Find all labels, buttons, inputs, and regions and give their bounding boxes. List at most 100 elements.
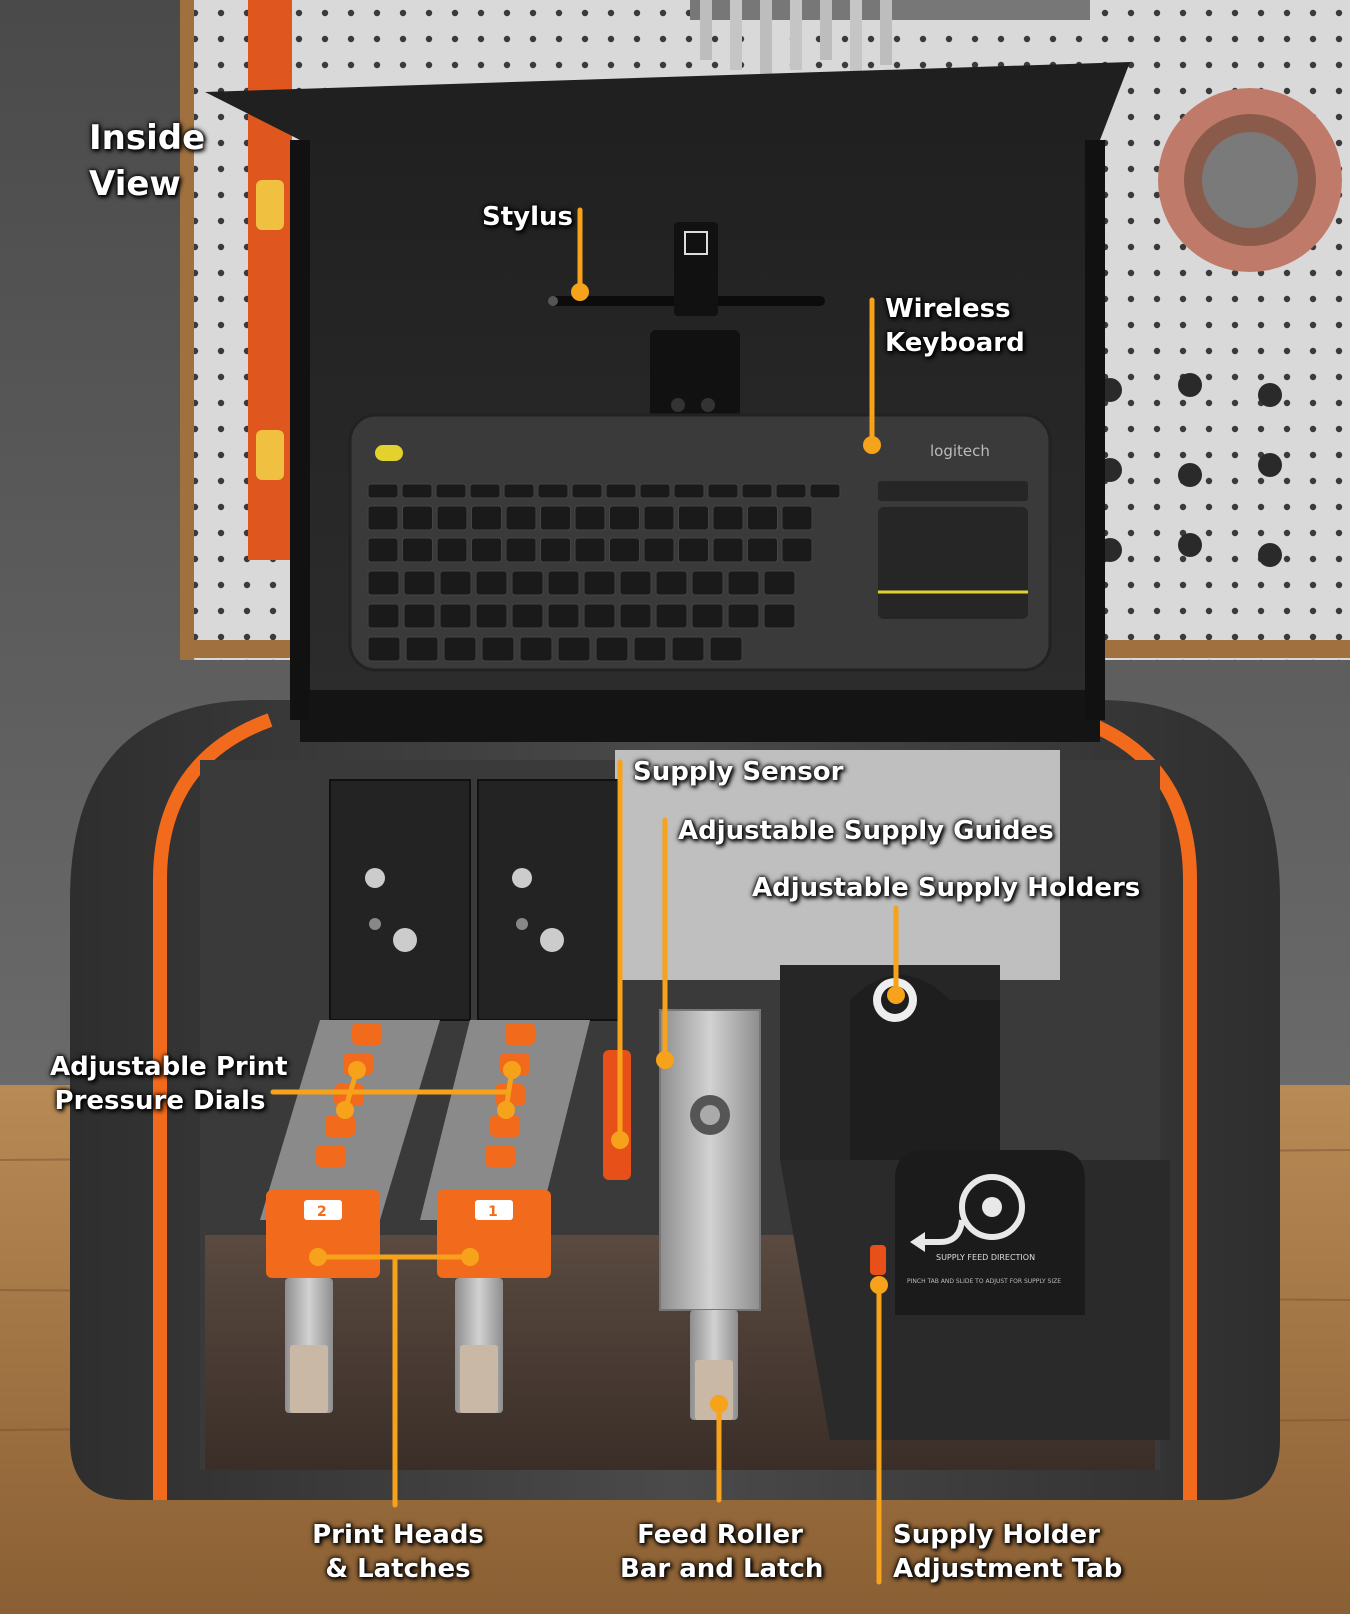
keyboard-key <box>471 537 502 563</box>
keyboard-key <box>678 537 709 563</box>
keyboard-key <box>643 505 675 531</box>
keyboard-key <box>469 483 501 499</box>
keyboard-key <box>709 636 743 662</box>
keyboard-key <box>367 505 399 531</box>
keyboard-key <box>481 636 515 662</box>
supply-sensor <box>603 1050 631 1180</box>
head-number-1: 1 <box>488 1204 498 1220</box>
stylus-holder <box>650 222 740 436</box>
head-latches <box>285 1278 503 1413</box>
keyboard-key <box>619 570 652 596</box>
label-supply-guides: Adjustable Supply Guides <box>678 816 1054 846</box>
keyboard-key <box>574 537 606 563</box>
keyboard-key <box>367 636 401 662</box>
label-supply-sensor: Supply Sensor <box>633 757 844 787</box>
keyboard-key <box>475 570 508 596</box>
keyboard-key <box>503 483 535 499</box>
keyboard-key <box>540 505 571 531</box>
keyboard-key <box>707 483 739 499</box>
keyboard-key <box>511 603 544 629</box>
keyboard-key <box>673 483 705 499</box>
keyboard-key <box>547 570 580 596</box>
print-head-module-right <box>477 779 619 1021</box>
logitech-keyboard: logitech <box>348 413 1052 672</box>
keyboard-key <box>609 505 640 531</box>
keyboard-key <box>747 537 778 563</box>
keyboard-key <box>605 483 637 499</box>
keyboard-key <box>471 505 502 531</box>
keyboard-key <box>655 570 688 596</box>
tape-roll <box>1158 88 1342 272</box>
keyboard-key <box>639 483 671 499</box>
keyboard-key <box>781 537 813 563</box>
keyboard-key <box>712 505 744 531</box>
keyboard-key <box>505 505 537 531</box>
keyboard-key <box>619 603 652 629</box>
keyboard-key <box>439 603 472 629</box>
keyboard-key <box>443 636 477 662</box>
keyboard-key <box>571 483 603 499</box>
keyboard-key <box>557 636 591 662</box>
keyboard-key <box>367 570 400 596</box>
keyboard-key <box>439 570 472 596</box>
head-number-2: 2 <box>317 1204 327 1220</box>
keyboard-brand: logitech <box>930 442 990 460</box>
keyboard-key <box>583 570 616 596</box>
level-tool <box>248 0 292 560</box>
keyboard-key <box>401 483 433 499</box>
print-head-module-left <box>329 779 471 1021</box>
keyboard-key <box>511 570 544 596</box>
keyboard-key <box>775 483 807 499</box>
keyboard-key <box>435 483 467 499</box>
supply-direction-icon: SUPPLY FEED DIRECTION PINCH TAB AND SLID… <box>895 1150 1085 1315</box>
keyboard-key <box>678 505 709 531</box>
keyboard-key <box>403 603 436 629</box>
keyboard-key <box>781 505 813 531</box>
callout-lines <box>270 207 899 1585</box>
keyboard-key <box>655 603 688 629</box>
keyboard-key <box>727 603 760 629</box>
keyboard-key <box>436 505 468 531</box>
label-stylus: Stylus <box>482 202 573 232</box>
label-print-heads: Print Heads& Latches <box>312 1520 484 1584</box>
keyboard-key <box>763 570 796 596</box>
supply-feed-direction-text: SUPPLY FEED DIRECTION <box>936 1253 1035 1262</box>
keyboard-key <box>609 537 640 563</box>
keyboard-key <box>405 636 439 662</box>
keyboard-key <box>436 537 468 563</box>
keyboard-key <box>403 570 436 596</box>
keyboard-key <box>763 603 796 629</box>
keyboard-key <box>691 570 724 596</box>
keyboard-key <box>671 636 705 662</box>
keyboard-key <box>595 636 629 662</box>
keyboard-key <box>747 505 778 531</box>
keyboard-key <box>691 603 724 629</box>
keyboard-key <box>741 483 773 499</box>
supply-adjust-hint-text: PINCH TAB AND SLIDE TO ADJUST FOR SUPPLY… <box>907 1278 1061 1285</box>
keyboard-key <box>505 537 537 563</box>
keyboard-key <box>475 603 508 629</box>
keyboard-key <box>367 537 399 563</box>
keyboard-key <box>540 537 571 563</box>
keyboard-key <box>367 483 399 499</box>
wrench-rack <box>690 0 1090 80</box>
keyboard-key <box>519 636 553 662</box>
keyboard-key <box>712 537 744 563</box>
keyboard-key <box>643 537 675 563</box>
holder-adjustment-tab <box>870 1245 886 1275</box>
callout-dots <box>309 283 905 1413</box>
feed-roller <box>659 1009 761 1420</box>
supply-holder <box>780 965 1000 1180</box>
keyboard-key <box>402 505 433 531</box>
label-supply-holders: Adjustable Supply Holders <box>752 873 1141 903</box>
keyboard-key <box>809 483 841 499</box>
keyboard-key <box>402 537 433 563</box>
keyboard-key <box>574 505 606 531</box>
